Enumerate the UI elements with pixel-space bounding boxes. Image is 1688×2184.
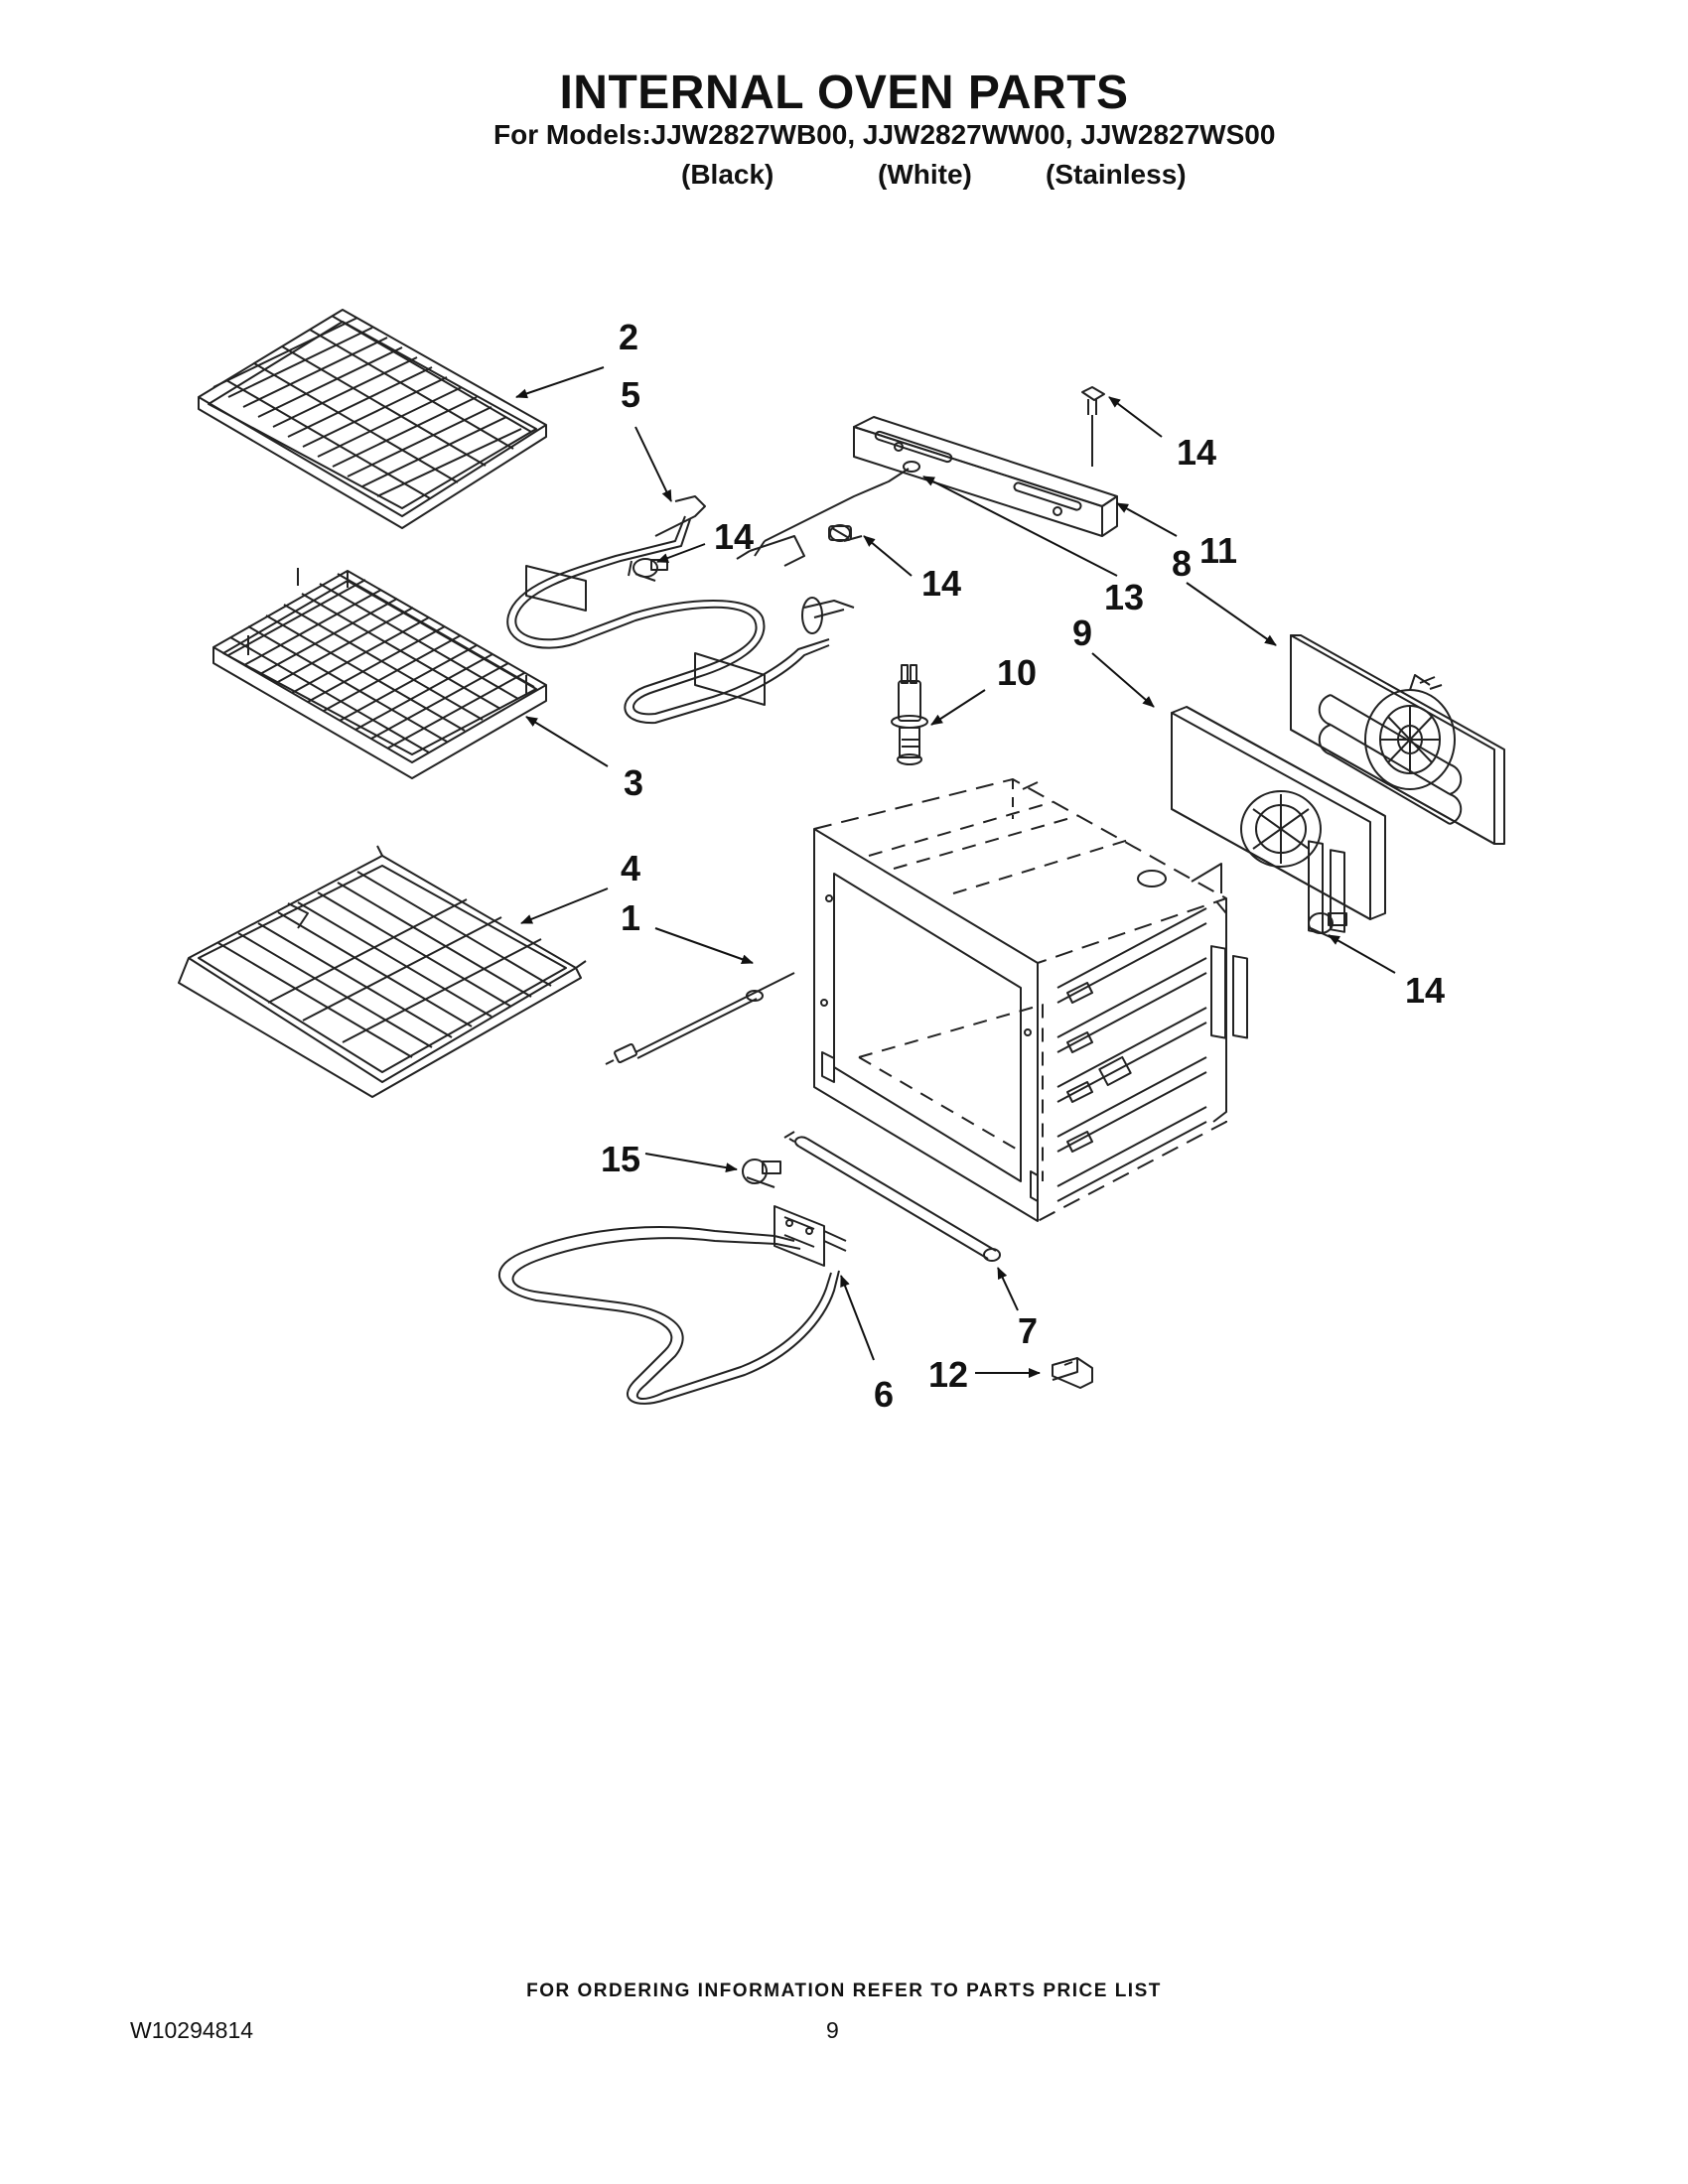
callout-9: 9 (1072, 613, 1092, 653)
leader-6 (840, 1275, 875, 1361)
wire-harness-part-13 (736, 461, 920, 567)
callout-2: 2 (619, 317, 638, 357)
callout-14-top: 14 (1177, 432, 1216, 473)
document-number: W10294814 (130, 2017, 254, 2043)
broil-element-part-5 (506, 495, 855, 725)
screw-part-14-harness (828, 524, 863, 542)
leader-10 (930, 689, 986, 726)
callout-12: 12 (928, 1354, 968, 1395)
leader-15 (644, 1153, 738, 1173)
fan-cover-part-9 (1171, 706, 1386, 1039)
screw-part-14-broil (628, 558, 668, 582)
variant-stainless: (Stainless) (1046, 159, 1187, 190)
callout-10: 10 (997, 652, 1037, 693)
callout-6: 6 (874, 1374, 894, 1415)
leader-7 (997, 1267, 1019, 1311)
variant-white: (White) (878, 159, 972, 190)
leader-9 (1091, 652, 1155, 708)
page-title: INTERNAL OVEN PARTS (559, 67, 1129, 119)
callout-4: 4 (621, 848, 640, 888)
models-subtitle: For Models:JJW2827WB00, JJW2827WW00, JJW… (493, 119, 1276, 150)
temp-sensor-part-1 (605, 972, 795, 1065)
leader-14c (1108, 396, 1163, 438)
leader-8 (1186, 582, 1277, 646)
callout-1: 1 (621, 897, 640, 938)
variant-black: (Black) (681, 159, 774, 190)
callout-14-harness: 14 (921, 563, 961, 604)
callout-15: 15 (601, 1139, 640, 1179)
callout-5: 5 (621, 374, 640, 415)
screw-part-14-top (1081, 386, 1105, 467)
convection-fan-part-8 (1290, 634, 1505, 845)
leader-14b (863, 535, 913, 577)
screw-part-14-lower (1308, 912, 1347, 939)
leader-3 (525, 716, 609, 767)
oven-rack-part-3 (212, 568, 547, 779)
bake-element-part-6 (497, 1205, 847, 1405)
leader-5 (634, 426, 672, 502)
leader-14a (656, 543, 706, 563)
top-bracket-part-11 (853, 416, 1118, 537)
leader-4 (520, 887, 609, 924)
callout-14-broil: 14 (714, 516, 754, 557)
callout-11: 11 (1199, 530, 1237, 571)
leader-2 (515, 366, 605, 399)
callout-3: 3 (624, 762, 643, 803)
leader-11 (1116, 502, 1178, 537)
oven-rack-part-2 (198, 309, 547, 529)
leader-1 (654, 927, 754, 965)
sensor-part-10 (891, 664, 928, 765)
screw-part-15 (742, 1159, 781, 1188)
callout-14-lower: 14 (1405, 970, 1445, 1011)
callout-7: 7 (1018, 1310, 1038, 1351)
rod-part-7 (783, 1131, 1001, 1262)
exploded-parts-diagram: 2 5 14 14 14 11 8 13 3 10 9 14 4 1 15 6 … (178, 309, 1505, 1415)
oven-rack-part-4 (178, 845, 587, 1098)
page-number: 9 (826, 2017, 839, 2043)
leader-13 (922, 476, 1118, 577)
callout-13: 13 (1104, 577, 1144, 617)
ordering-note: FOR ORDERING INFORMATION REFER TO PARTS … (526, 1980, 1162, 2001)
oven-cavity (813, 778, 1227, 1222)
callout-8: 8 (1172, 543, 1192, 584)
clip-part-12 (1052, 1357, 1093, 1389)
leader-14d (1328, 934, 1396, 974)
